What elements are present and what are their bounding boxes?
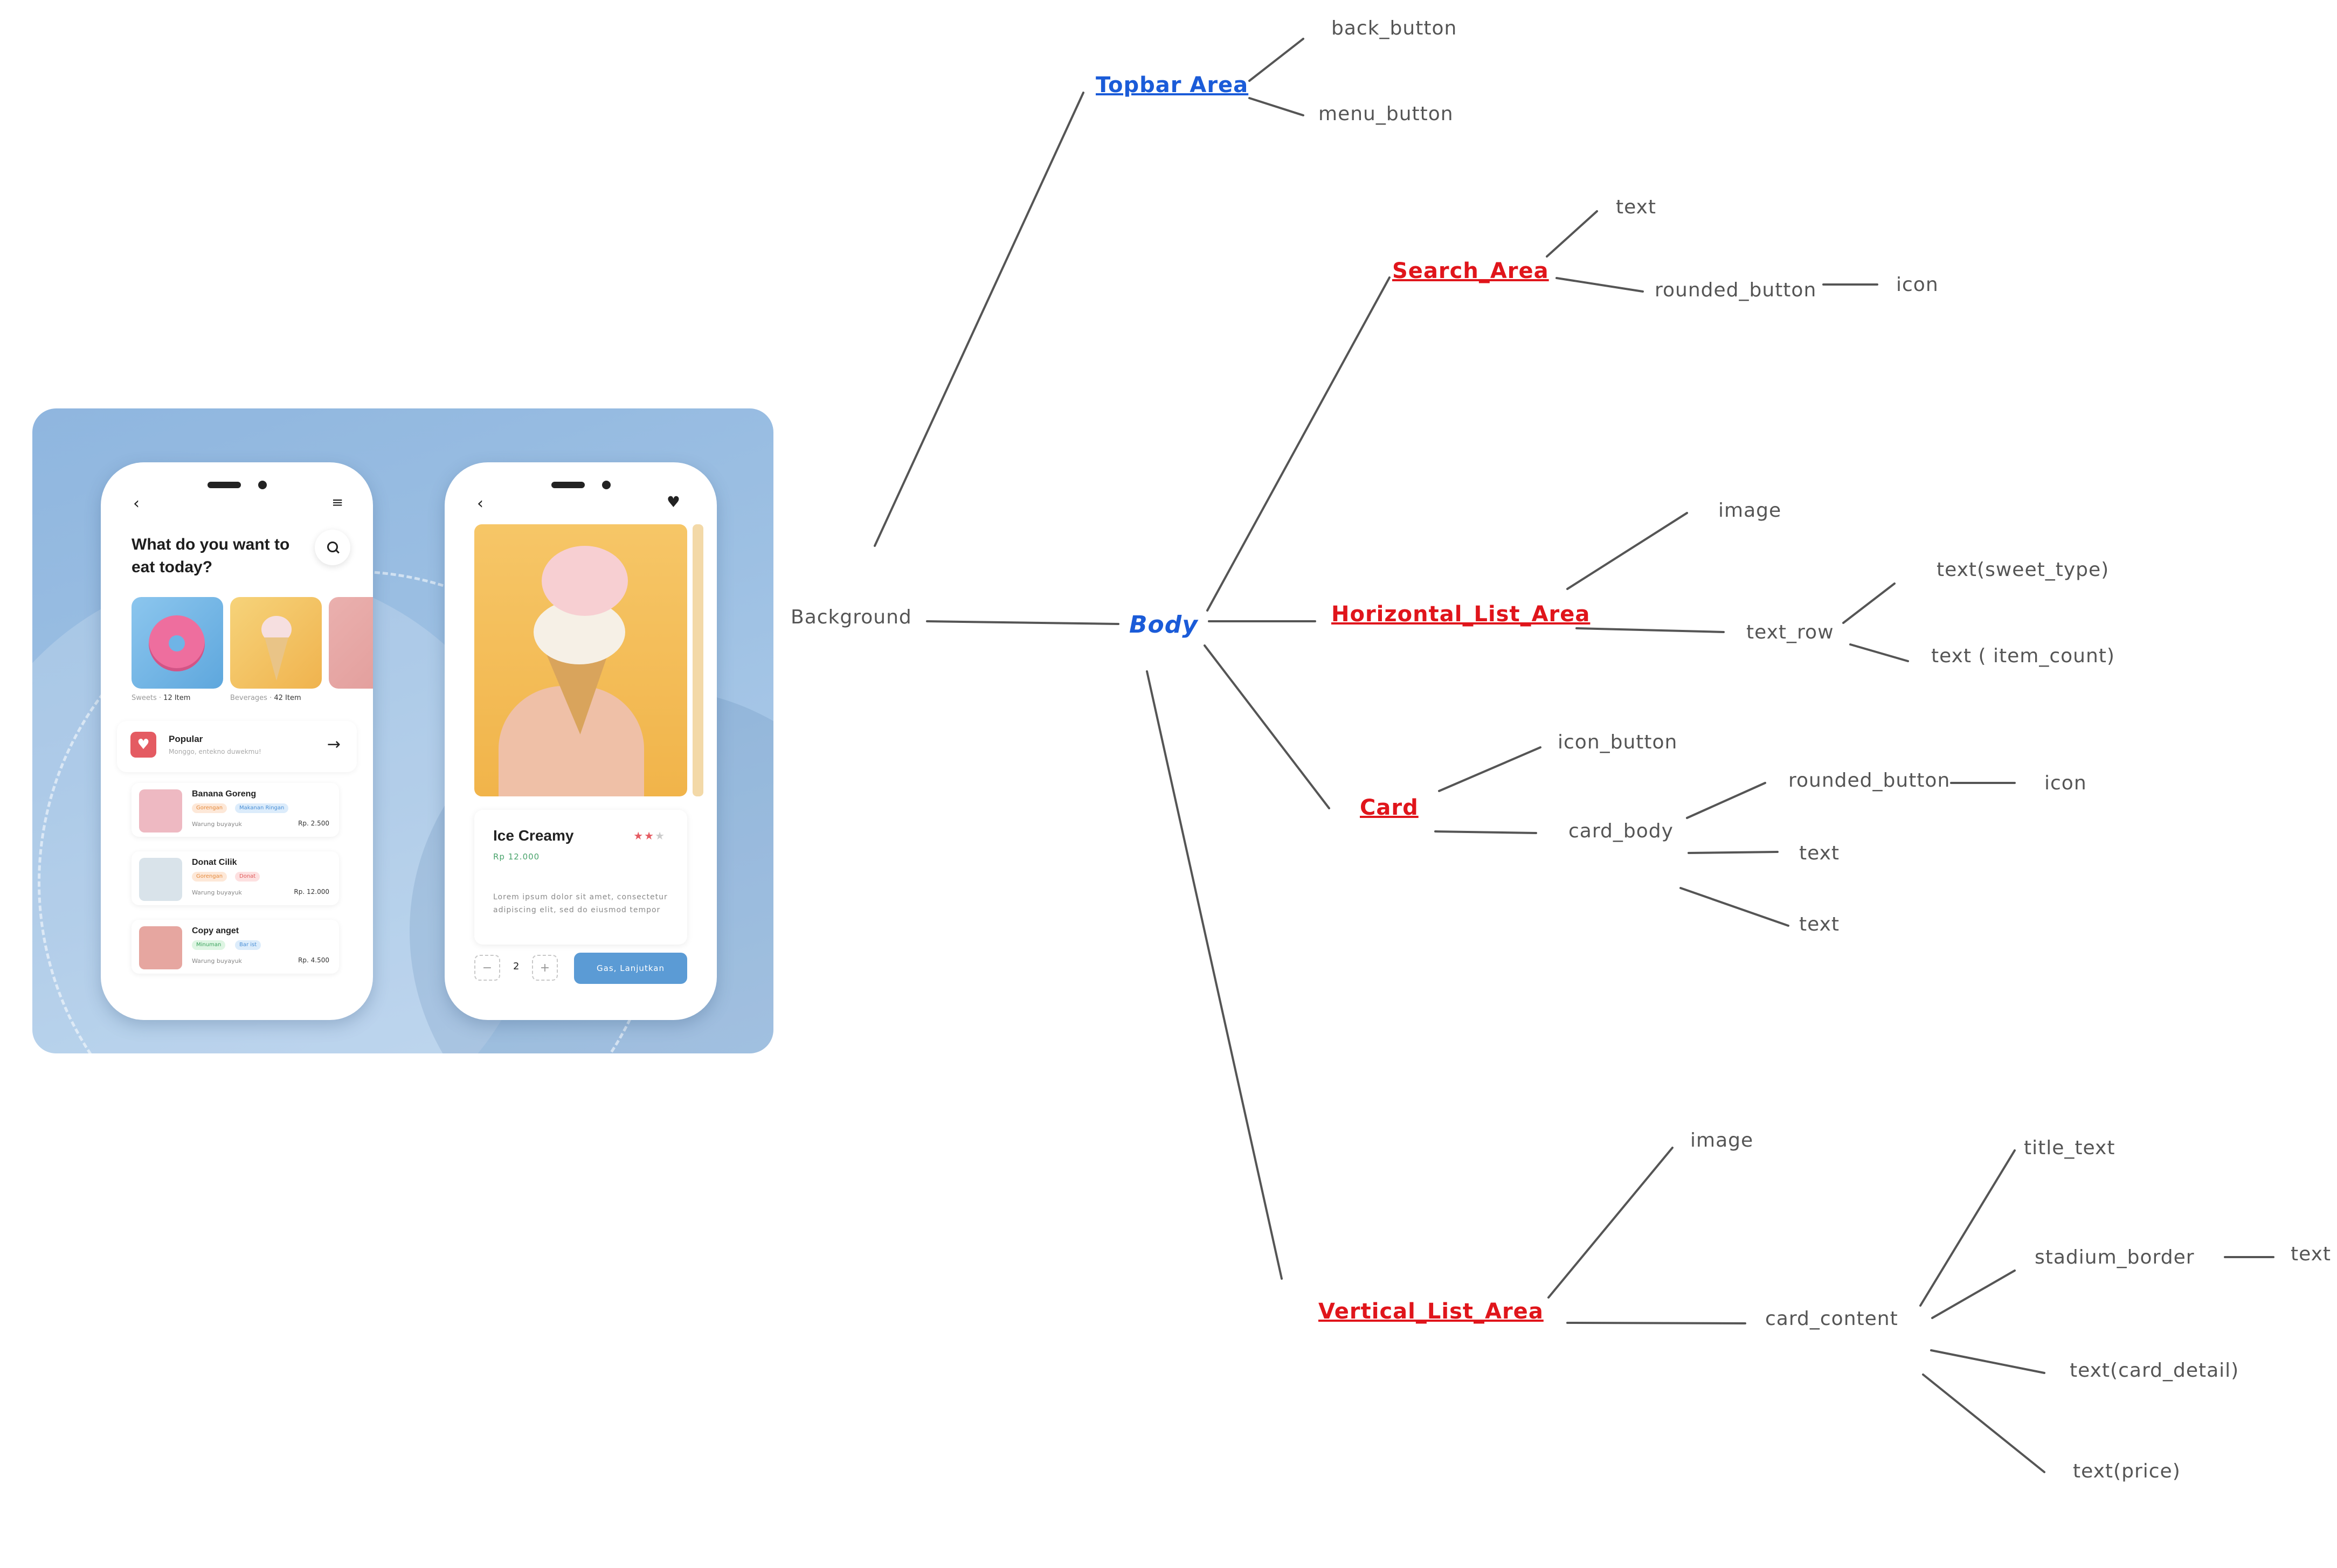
node-background: Background [791,606,912,628]
item-price: Rp. 4.500 [298,956,329,964]
node-menu-button: menu_button [1318,103,1454,125]
menu-icon[interactable]: ≡ [331,495,343,511]
popular-subtitle: Monggo, entekno duwekmu! [169,748,261,755]
app-mockup-image: ‹ ≡ What do you want to eat today? Sweet… [32,408,773,1053]
item-tag: Gorengan [192,803,227,813]
phone-notch [207,481,267,489]
item-title: Donat Cilik [192,858,237,867]
increment-button[interactable]: + [532,955,558,981]
node-horizontal-list-area: Horizontal_List_Area [1331,602,1591,627]
node-card-body: card_body [1568,820,1674,842]
arrow-right-icon[interactable]: → [327,735,341,754]
node-topbar-area: Topbar Area [1096,73,1249,98]
decrement-button[interactable]: − [474,955,500,981]
list-item[interactable]: Banana Goreng Gorengan Makanan Ringan Wa… [132,783,339,837]
category-list: Sweets · 12 Item Beverages · 42 Item [132,597,373,710]
ice-cream-image [474,524,687,796]
list-item[interactable]: Copy anget Minuman Bar ist Warung buyayu… [132,920,339,974]
item-price: Rp. 12.000 [294,888,329,896]
node-search-area: Search_Area [1392,259,1549,283]
node-vertical-list-area: Vertical_List_Area [1318,1299,1544,1324]
list-item[interactable]: Donat Cilik Gorengan Donat Warung buyayu… [132,851,339,905]
node-card: Card [1360,795,1419,820]
donut-image [149,615,205,671]
node-price: text(price) [2073,1460,2181,1482]
category-card-sweets[interactable] [132,597,223,689]
node-search-text: text [1616,196,1657,218]
quantity-value: 2 [513,961,520,972]
search-button[interactable] [315,530,350,565]
node-sweet-type: text(sweet_type) [1937,559,2110,581]
item-image [139,789,182,832]
node-card-icon-button: icon_button [1558,731,1678,753]
popular-header[interactable]: ♥ Popular Monggo, entekno duwekmu! → [117,721,357,772]
node-card-text: text [1799,842,1840,864]
node-card-detail: text(card_detail) [2070,1359,2239,1382]
node-back-button: back_button [1331,17,1457,39]
product-title: Ice Creamy [493,827,574,844]
node-text-row: text_row [1746,621,1834,643]
category-card-beverages[interactable] [230,597,322,689]
heart-icon: ♥ [130,732,156,758]
category-caption: Sweets · 12 Item [132,694,191,702]
item-shop: Warung buyayuk [192,889,242,896]
item-shop: Warung buyayuk [192,958,242,965]
item-price: Rp. 2.500 [298,820,329,827]
phone-detail-screen: ‹ ♥ Ice Creamy ★★★ Rp 12.000 Lorem ipsum… [445,462,717,1020]
continue-button[interactable]: Gas, Lanjutkan [574,953,687,984]
node-card-text: text [1799,913,1840,935]
node-hlist-image: image [1718,499,1782,522]
item-tag: Bar ist [235,940,261,950]
item-title: Banana Goreng [192,789,257,799]
node-card-content: card_content [1765,1308,1898,1330]
node-title-text: title_text [2024,1137,2115,1159]
item-image [139,926,182,969]
chevron-left-icon[interactable]: ‹ [133,494,140,513]
rating-stars: ★★★ [633,829,666,842]
node-search-icon: icon [1896,274,1939,296]
node-vlist-image: image [1690,1129,1754,1151]
item-title: Copy anget [192,926,239,935]
item-tag: Donat [235,872,260,882]
search-icon [327,542,338,552]
item-tag: Makanan Ringan [235,803,289,813]
next-image-peek [693,524,703,796]
detail-card: Ice Creamy ★★★ Rp 12.000 Lorem ipsum dol… [474,810,687,945]
item-tag: Gorengan [192,872,227,882]
category-caption: Beverages · 42 Item [230,694,301,702]
node-stadium-text: text [2291,1243,2332,1265]
phone-notch [551,481,611,489]
popular-title: Popular [169,734,203,744]
category-card-partial[interactable] [329,597,373,689]
product-price: Rp 12.000 [493,852,540,862]
node-item-count: text ( item_count) [1931,645,2115,667]
node-card-rounded-button: rounded_button [1788,769,1951,792]
page-headline: What do you want to eat today? [132,536,290,576]
item-shop: Warung buyayuk [192,821,242,828]
product-description: Lorem ipsum dolor sit amet, consectetur … [493,893,668,914]
item-tag: Minuman [192,940,226,950]
node-stadium-border: stadium_border [2035,1246,2195,1268]
chevron-left-icon[interactable]: ‹ [477,494,483,513]
heart-icon[interactable]: ♥ [666,493,680,511]
item-image [139,858,182,901]
phone-home-screen: ‹ ≡ What do you want to eat today? Sweet… [101,462,373,1020]
node-card-icon: icon [2044,772,2087,794]
node-body: Body [1129,611,1198,639]
node-search-rounded-button: rounded_button [1655,279,1817,301]
